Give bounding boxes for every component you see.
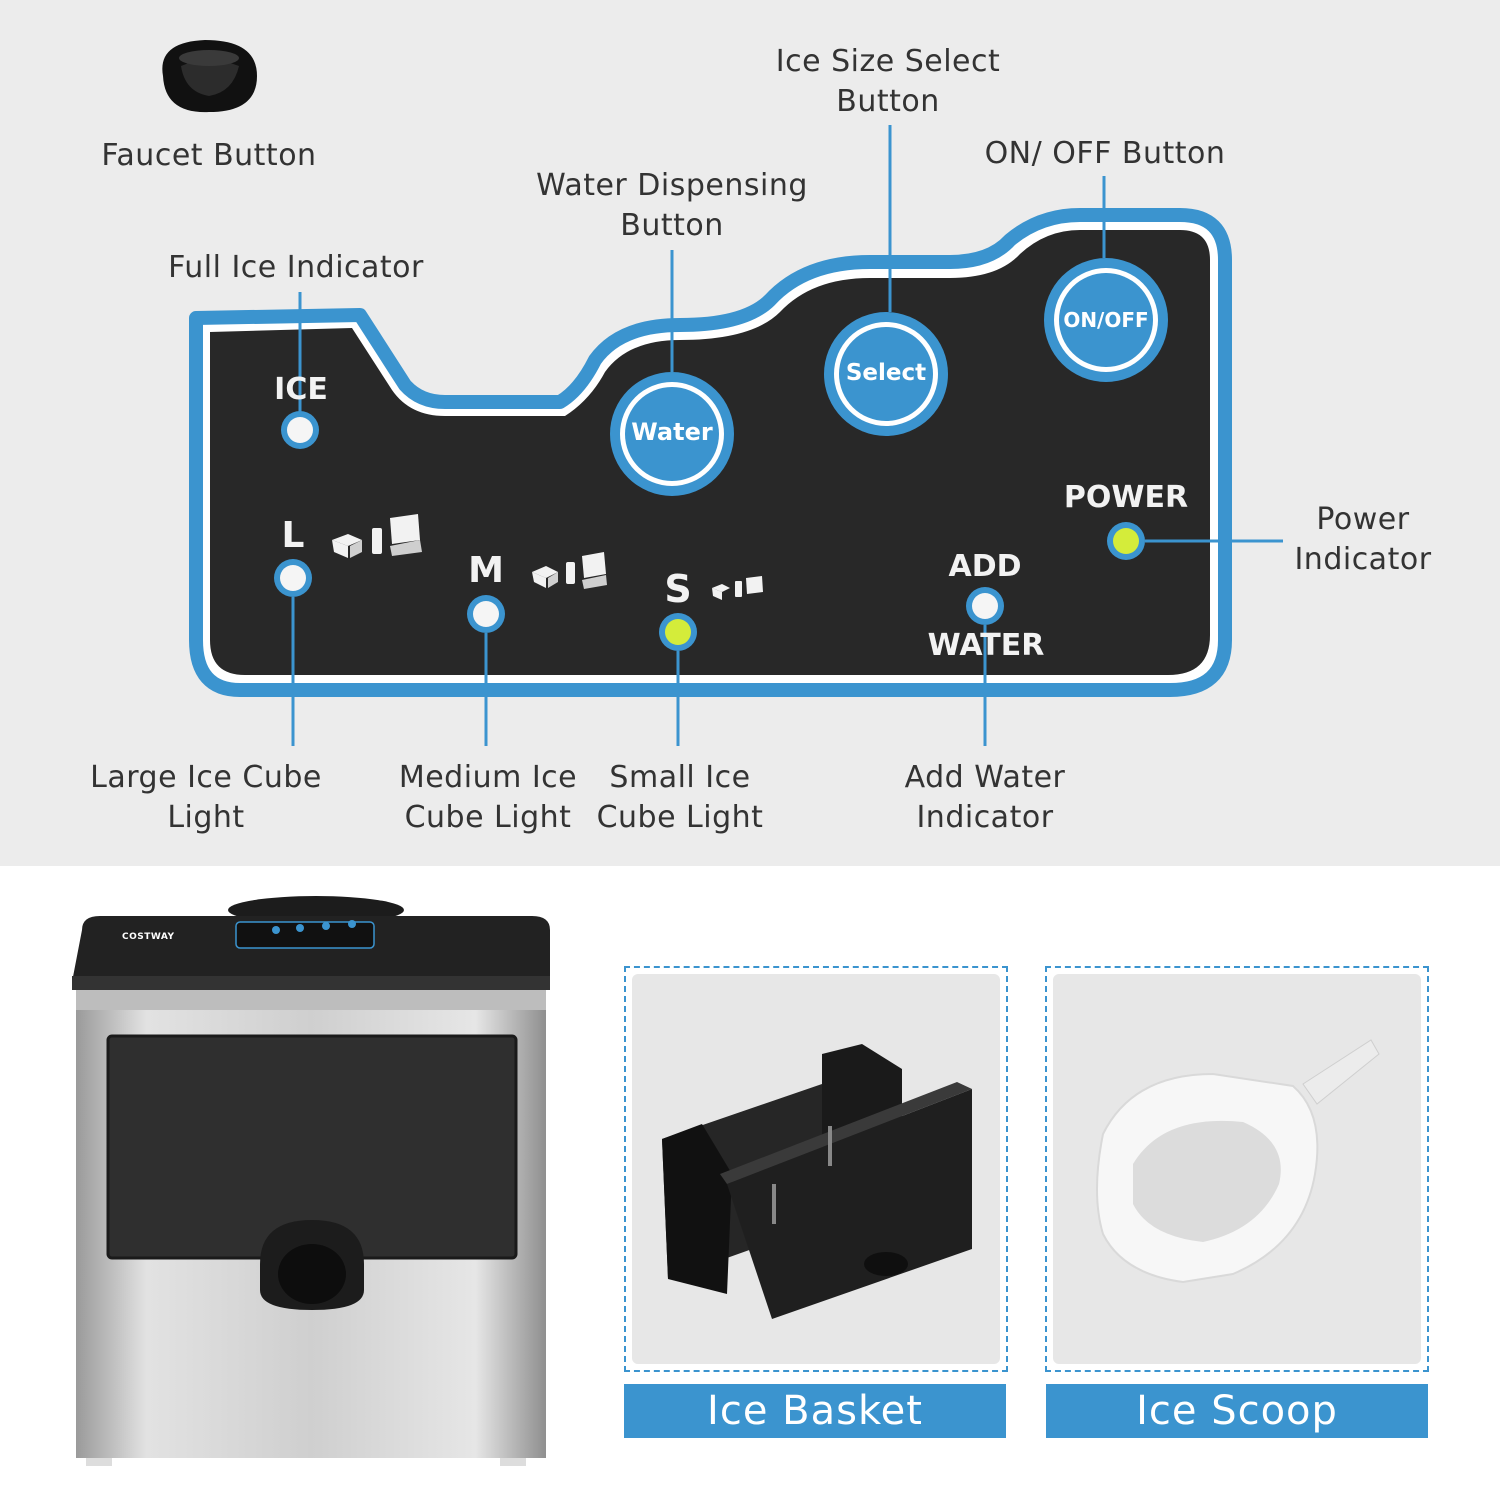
small-cubes-icon — [712, 576, 763, 600]
control-panel-board — [189, 125, 1283, 746]
faucet-button-callout: Faucet Button — [101, 138, 317, 173]
water-dispensing-line1: Water Dispensing — [536, 168, 808, 203]
panel-ice-label: ICE — [274, 372, 328, 407]
power-indicator-callout: Power Indicator — [1288, 500, 1438, 580]
ice-scoop-photo — [1053, 974, 1421, 1364]
large-cube-line1: Large Ice Cube — [90, 760, 322, 795]
add-water-line1: Add Water — [904, 760, 1066, 795]
small-cube-line2: Cube Light — [596, 800, 764, 835]
ice-basket-photo — [632, 974, 1000, 1364]
panel-power-label: POWER — [1063, 480, 1189, 515]
ice-scoop-label: Ice Scoop — [1046, 1384, 1428, 1438]
ice-basket-image — [662, 1044, 972, 1319]
panel-water-word-label: WATER — [927, 628, 1045, 663]
control-panel-diagram: ICE L M S POWER ADD WATER Water Select O… — [0, 0, 1500, 866]
water-button[interactable]: Water — [631, 418, 713, 446]
on-off-button-callout: ON/ OFF Button — [984, 136, 1226, 171]
large-cube-line2: Light — [167, 800, 245, 835]
medium-cube-line1: Medium Ice — [398, 760, 578, 795]
ice-basket-label: Ice Basket — [624, 1384, 1006, 1438]
panel-add-label: ADD — [948, 549, 1022, 584]
brand-logo: COSTWAY — [122, 932, 175, 942]
power-indicator-line1: Power — [1316, 502, 1410, 537]
panel-large-label: L — [281, 515, 305, 556]
ice-scoop-card — [1045, 966, 1429, 1372]
panel-small-label: S — [664, 567, 692, 611]
power-indicator-line2: Indicator — [1294, 542, 1432, 577]
onoff-button[interactable]: ON/OFF — [1063, 308, 1149, 332]
small-cube-line1: Small Ice — [609, 760, 751, 795]
large-cube-callout: Large Ice Cube Light — [80, 758, 332, 838]
add-water-line2: Indicator — [916, 800, 1054, 835]
ice-maker-illustration — [72, 896, 550, 1466]
select-button[interactable]: Select — [845, 360, 927, 386]
small-cube-callout: Small Ice Cube Light — [590, 758, 770, 838]
medium-cube-callout: Medium Ice Cube Light — [390, 758, 586, 838]
ice-scoop-image — [1096, 1039, 1380, 1284]
water-dispensing-line2: Button — [620, 208, 724, 243]
panel-medium-label: M — [468, 550, 504, 591]
faucet-button-icon — [162, 40, 257, 113]
ice-size-select-callout: Ice Size Select Button — [760, 42, 1016, 122]
ice-size-select-line2: Button — [836, 84, 940, 119]
medium-cube-line2: Cube Light — [404, 800, 572, 835]
full-ice-indicator-callout: Full Ice Indicator — [168, 250, 424, 285]
water-dispensing-callout: Water Dispensing Button — [524, 166, 820, 246]
large-cubes-icon — [332, 514, 422, 558]
ice-maker-image: COSTWAY — [60, 890, 560, 1480]
medium-cubes-icon — [532, 552, 607, 589]
add-water-callout: Add Water Indicator — [890, 758, 1080, 838]
ice-size-select-line1: Ice Size Select — [775, 44, 1001, 79]
ice-basket-card — [624, 966, 1008, 1372]
